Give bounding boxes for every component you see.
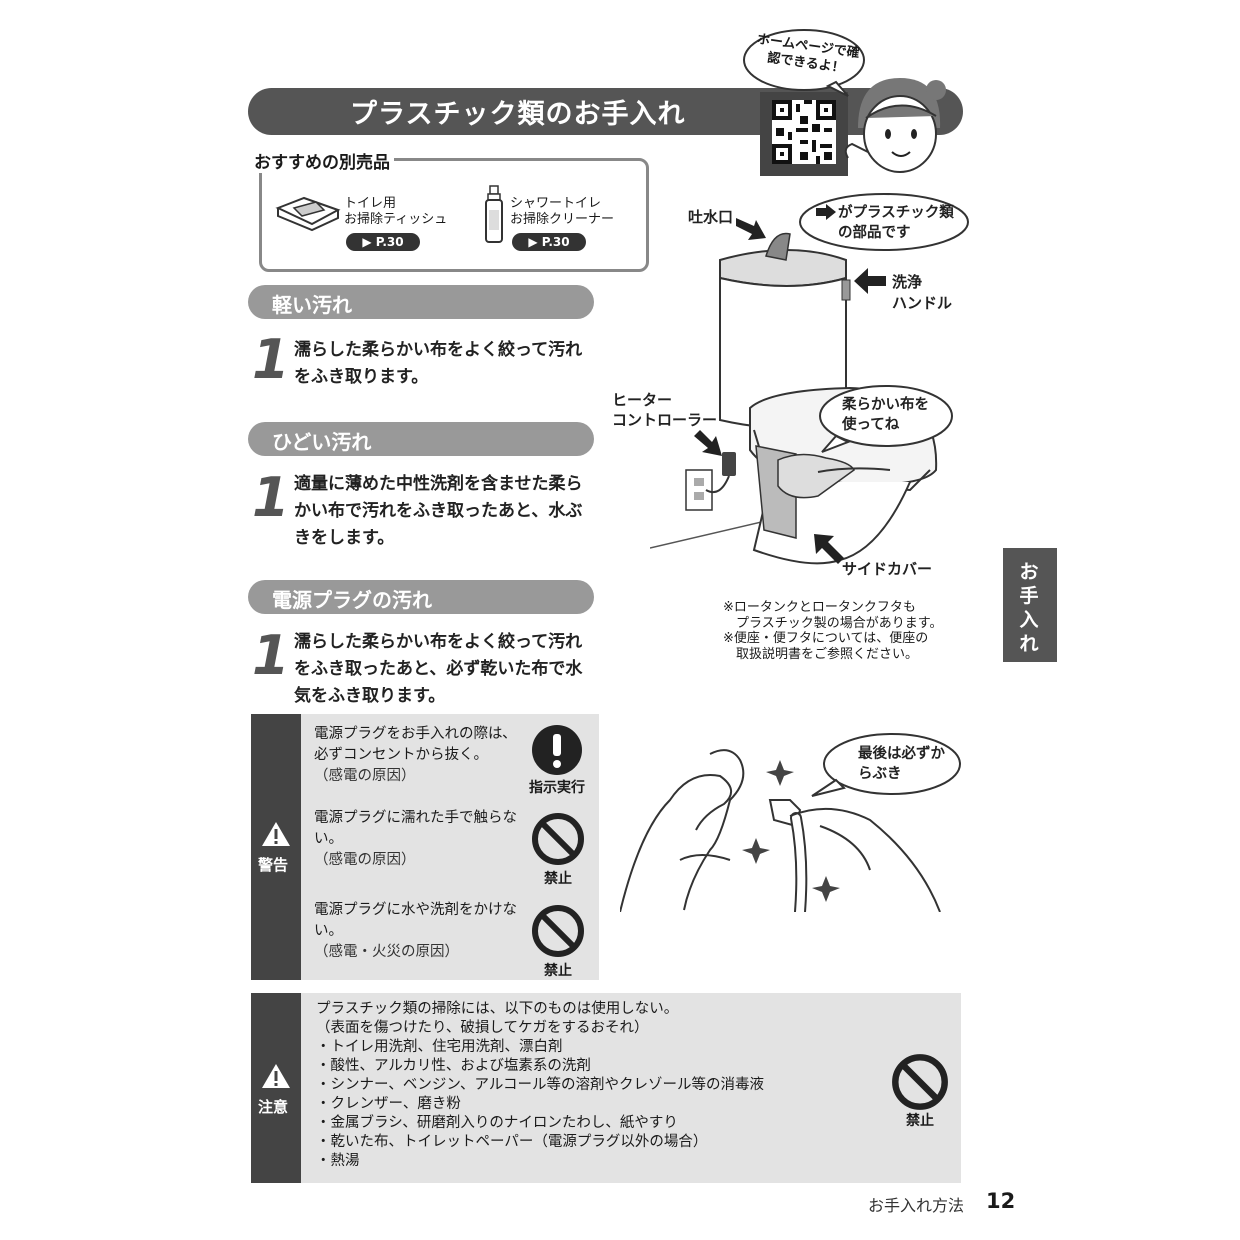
section-title: ひどい汚れ	[272, 430, 372, 454]
soft-cloth-note: 柔らかい布を使ってね	[842, 397, 929, 433]
warning-reason: （感電・火災の原因）	[314, 944, 459, 960]
step-number: 1	[252, 328, 290, 391]
side-tab-label: お手入れ	[1019, 561, 1039, 655]
warning-item: 電源プラグに水や洗剤をかけない。 （感電・火災の原因）	[314, 900, 524, 963]
soft-cloth-bubble	[819, 385, 953, 453]
step-number: 1	[252, 624, 290, 687]
page-link[interactable]: ▶ P.30	[512, 233, 586, 251]
recommended-box	[259, 158, 649, 272]
arrow-icon	[736, 218, 766, 240]
symbol-label: 禁止	[906, 1113, 934, 1129]
warning-sidebar	[251, 714, 301, 980]
warning-triangle-icon	[262, 822, 290, 846]
warning-reason: （感電の原因）	[314, 852, 416, 868]
plastic-note-bubble	[799, 193, 969, 251]
notes: ※ロータンクとロータンクフタも プラスチック製の場合があります。 ※便座・便フタ…	[723, 600, 983, 662]
handle-label: 洗浄 ハンドル	[892, 273, 953, 312]
section-bar-plug	[248, 580, 594, 614]
caution-line: ・クレンザー、磨き粉	[316, 1096, 461, 1112]
note-line: 取扱説明書をご参照ください。	[723, 646, 919, 662]
caution-line: ・乾いた布、トイレットペーパー（電源プラグ以外の場合）	[316, 1134, 708, 1150]
section-bar-heavy	[248, 422, 594, 456]
caution-line: ・熱湯	[316, 1153, 360, 1169]
spray-bottle-icon	[485, 185, 503, 243]
tissue-pack-icon	[275, 196, 341, 232]
plug-wiping-illustration	[620, 749, 941, 912]
warning-label: 警告	[258, 856, 289, 874]
page-link[interactable]: ▶ P.30	[346, 233, 420, 251]
product-name: シャワートイレ お掃除クリーナー	[510, 196, 615, 227]
prohibited-icon	[892, 1054, 948, 1110]
qr-code-icon[interactable]	[772, 100, 836, 164]
heater-label: ヒーター コントローラー	[612, 391, 718, 429]
side-cover-label: サイドカバー	[842, 560, 933, 578]
footer-section: お手入れ方法	[868, 1196, 965, 1215]
girl-mascot-icon	[844, 78, 946, 173]
caution-line: プラスチック類の掃除には、以下のものは使用しない。	[316, 1001, 679, 1017]
step-number: 1	[252, 466, 290, 529]
caution-label: 注意	[258, 1098, 289, 1116]
warning-text: 電源プラグに水や洗剤をかけない。	[314, 902, 517, 939]
caution-line: ・トイレ用洗剤、住宅用洗剤、漂白剤	[316, 1039, 563, 1055]
symbol-label: 指示実行	[529, 780, 585, 796]
step-text: 濡らした柔らかい布をよく絞って汚れをふき取ります。	[294, 340, 583, 387]
arrow-right-icon	[816, 204, 836, 220]
section-bar-light	[248, 285, 594, 319]
caution-line: （表面を傷つけたり、破損してケガをするおそれ）	[316, 1020, 649, 1036]
caution-line: ・シンナー、ベンジン、アルコール等の溶剤やクレゾール等の消毒液	[316, 1077, 765, 1093]
speech-bubble	[743, 29, 865, 97]
step-text: 濡らした柔らかい布をよく絞って汚れをふき取ったあと、必ず乾いた布で水気をふき取り…	[294, 632, 583, 706]
page-title: プラスチック類のお手入れ	[350, 99, 686, 130]
page-number: 12	[986, 1189, 1016, 1213]
dry-wipe-bubble	[811, 733, 961, 797]
caution-text: プラスチック類の掃除には、以下のものは使用しない。 （表面を傷つけたり、破損して…	[316, 1000, 876, 1171]
arrow-icon	[814, 534, 844, 564]
plastic-note: がプラスチック類の部品です	[838, 205, 954, 241]
symbol-label: 禁止	[544, 871, 572, 887]
note-line: ※便座・便フタについては、便座の	[723, 631, 929, 646]
warning-text: 電源プラグに濡れた手で触らない。	[314, 810, 517, 847]
section-title: 電源プラグの汚れ	[272, 588, 432, 612]
prohibited-icon	[532, 813, 584, 865]
caution-triangle-icon	[262, 1064, 290, 1088]
prohibited-icon	[532, 905, 584, 957]
caution-line: ・金属ブラシ、研磨剤入りのナイロンたわし、紙やすり	[316, 1115, 678, 1131]
arrow-left-icon	[854, 268, 886, 294]
warning-item: 電源プラグに濡れた手で触らない。 （感電の原因）	[314, 808, 524, 871]
caution-body	[301, 993, 961, 1183]
arrow-icon	[694, 430, 722, 456]
mandatory-icon	[532, 725, 582, 775]
side-tab	[1003, 548, 1057, 662]
section-title: 軽い汚れ	[272, 293, 352, 317]
product-name: トイレ用 お掃除ティッシュ	[344, 196, 448, 227]
warning-reason: （感電の原因）	[314, 768, 416, 784]
note-line: プラスチック製の場合があります。	[723, 615, 943, 631]
recommended-label: おすすめの別売品	[254, 148, 394, 173]
note-line: ※ロータンクとロータンクフタも	[723, 600, 916, 615]
warning-item: 電源プラグをお手入れの際は､必ずコンセントから抜く。 （感電の原因）	[314, 724, 524, 787]
warning-text: 電源プラグをお手入れの際は､必ずコンセントから抜く。	[314, 726, 510, 763]
caution-line: ・酸性、アルカリ性、および塩素系の洗剤	[316, 1058, 591, 1074]
spout-label: 吐水口	[688, 208, 734, 226]
step-text: 適量に薄めた中性洗剤を含ませた柔らかい布で汚れをふき取ったあと、水ぶきをします。	[294, 474, 583, 548]
dry-wipe-note: 最後は必ずからぶき	[858, 746, 945, 782]
symbol-label: 禁止	[544, 963, 572, 979]
